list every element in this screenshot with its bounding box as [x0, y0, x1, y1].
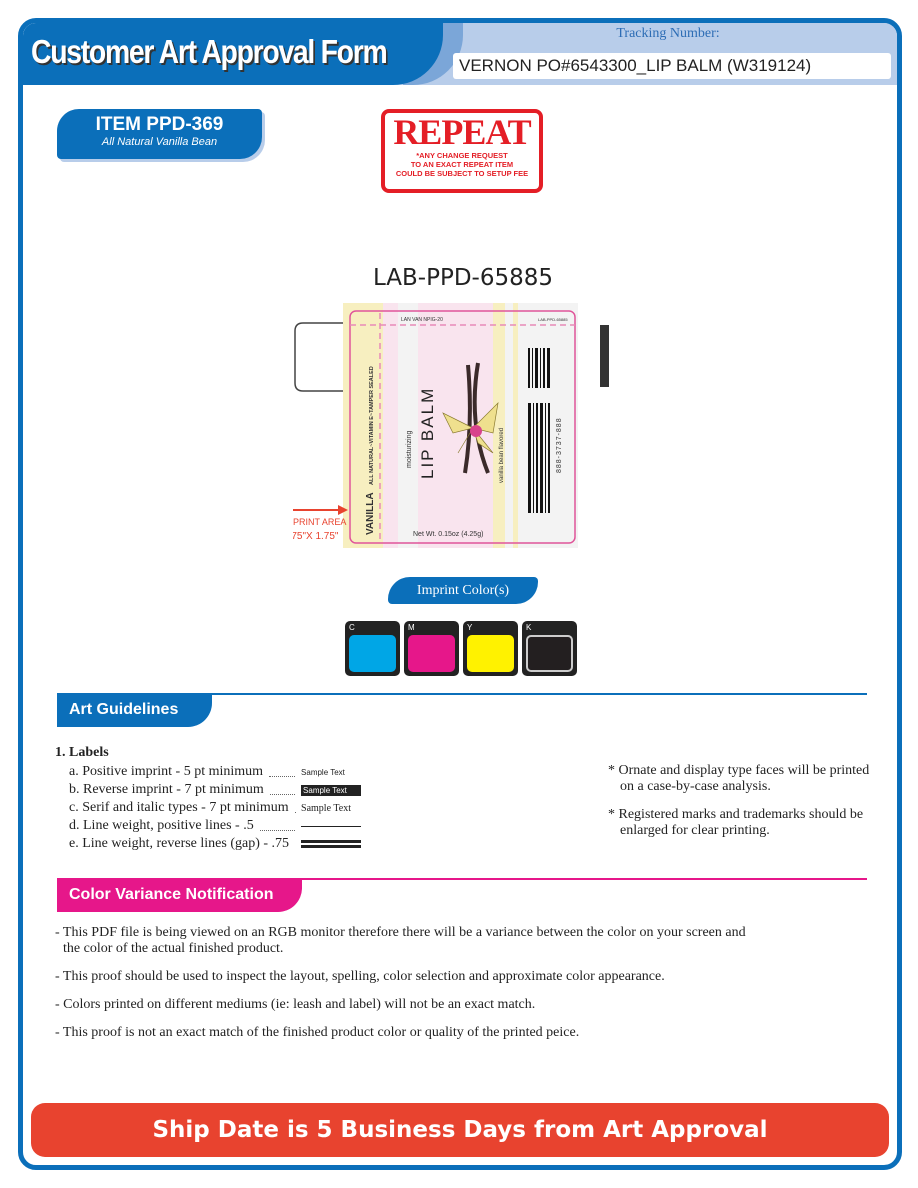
label-top-left: LAN VAN NPIG-20 [401, 317, 443, 323]
repeat-title: REPEAT [393, 112, 531, 152]
approval-form: Customer Art Approval Form Tracking Numb… [18, 18, 902, 1170]
guideline-sample [301, 825, 362, 827]
guideline-sample: Sample Text [301, 802, 351, 814]
guideline-notes: * Ornate and display type faces will be … [608, 763, 878, 851]
item-badge: ITEM PPD-369 All Natural Vanilla Bean [57, 109, 262, 159]
guideline-row: c. Serif and italic types - 7 pt minimum… [69, 799, 361, 817]
label-net-weight: Net Wt. 0.15oz (4.25g) [413, 531, 483, 538]
leader-dots [269, 785, 296, 795]
header-title-band [23, 23, 443, 85]
swatch-fill [408, 635, 455, 672]
variance-item: - This PDF file is being viewed on an RG… [55, 925, 746, 956]
swatch-label: M [408, 623, 415, 632]
variance-item: - This proof is not an exact match of th… [55, 1025, 580, 1040]
label-barcode-number: 888-3737-888 [556, 417, 563, 473]
barcode-icon [528, 348, 550, 513]
label-top-right: LAB-PPD-65885 [538, 317, 568, 322]
guideline-row: e. Line weight, reverse lines (gap) - .7… [69, 835, 362, 853]
art-guidelines-rule [57, 693, 867, 695]
guideline-text: a. Positive imprint - 5 pt minimum [69, 764, 264, 779]
art-guidelines-header: Art Guidelines [57, 693, 212, 727]
repeat-note-1: *ANY CHANGE REQUEST [416, 151, 508, 160]
swatch-fill [526, 635, 573, 672]
guideline-sample: Sample Text [301, 767, 345, 777]
color-swatch-m: M [404, 621, 459, 676]
label-subtitle: moisturizing [406, 431, 413, 468]
repeat-note-2: TO AN EXACT REPEAT ITEM [410, 160, 514, 169]
color-swatch-y: Y [463, 621, 518, 676]
guideline-row: d. Line weight, positive lines - .5 [69, 817, 362, 835]
label-flavor: vanilla bean flavored [499, 428, 505, 483]
color-swatch-k: K [522, 621, 577, 676]
leader-dots [269, 767, 296, 777]
color-swatch-c: C [345, 621, 400, 676]
guideline-text: e. Line weight, reverse lines (gap) - .7… [69, 836, 290, 851]
note-trademarks: * Registered marks and trademarks should… [608, 807, 864, 838]
repeat-note-3: COULD BE SUBJECT TO SETUP FEE [395, 169, 529, 178]
repeat-stamp: REPEAT *ANY CHANGE REQUEST TO AN EXACT R… [381, 109, 543, 193]
variance-item: - Colors printed on different mediums (i… [55, 997, 536, 1012]
swatch-label: Y [467, 623, 473, 632]
labels-heading: 1. Labels [55, 745, 109, 760]
guideline-sample [301, 840, 362, 848]
swatch-label: K [526, 623, 532, 632]
swatch-fill [467, 635, 514, 672]
guideline-text: d. Line weight, positive lines - .5 [69, 818, 254, 833]
artwork-code: LAB-PPD-65885 [372, 265, 554, 291]
note-ornate: * Ornate and display type faces will be … [608, 763, 870, 794]
color-variance-rule [57, 878, 867, 880]
imprint-area-label: IMPRINT AREA [293, 517, 346, 527]
guideline-sample: Sample Text [301, 784, 362, 796]
imprint-colors-label: Imprint Color(s) [388, 577, 538, 604]
ship-date-banner: Ship Date is 5 Business Days from Art Ap… [31, 1103, 889, 1157]
imprint-area-size: 1.75"X 1.75" [293, 531, 339, 542]
label-artwork: LAN VAN NPIG-20 LAB-PPD-65885 VANILLA AL… [293, 303, 609, 548]
guideline-row: b. Reverse imprint - 7 pt minimum Sample … [69, 781, 362, 799]
variance-item: - This proof should be used to inspect t… [55, 969, 665, 984]
label-side-text: ALL NATURAL~VITAMIN E~TAMPER SEALED [369, 366, 375, 485]
labels-guidelines: 1. Labels a. Positive imprint - 5 pt min… [55, 745, 362, 853]
swatch-fill [349, 635, 396, 672]
item-name: All Natural Vanilla Bean [101, 136, 218, 148]
arrow-right-icon [338, 505, 348, 515]
guideline-row: a. Positive imprint - 5 pt minimum Sample… [69, 763, 361, 781]
swatch-label: C [349, 623, 355, 632]
leader-dots [259, 821, 296, 831]
item-code: ITEM PPD-369 [95, 114, 224, 135]
label-edge-tab [600, 325, 609, 387]
color-variance-list: - This PDF file is being viewed on an RG… [55, 925, 755, 1053]
label-side-vanilla: VANILLA [365, 492, 376, 535]
guideline-text: c. Serif and italic types - 7 pt minimum [69, 800, 289, 815]
color-variance-header: Color Variance Notification [57, 878, 302, 912]
tracking-label: Tracking Number: [616, 26, 720, 41]
form-title: Customer Art Approval Form [31, 33, 388, 70]
label-product: LIP BALM [418, 387, 437, 479]
tracking-number-field[interactable] [453, 53, 891, 79]
vanilla-flower-icon [442, 362, 499, 474]
guideline-text: b. Reverse imprint - 7 pt minimum [69, 782, 264, 797]
